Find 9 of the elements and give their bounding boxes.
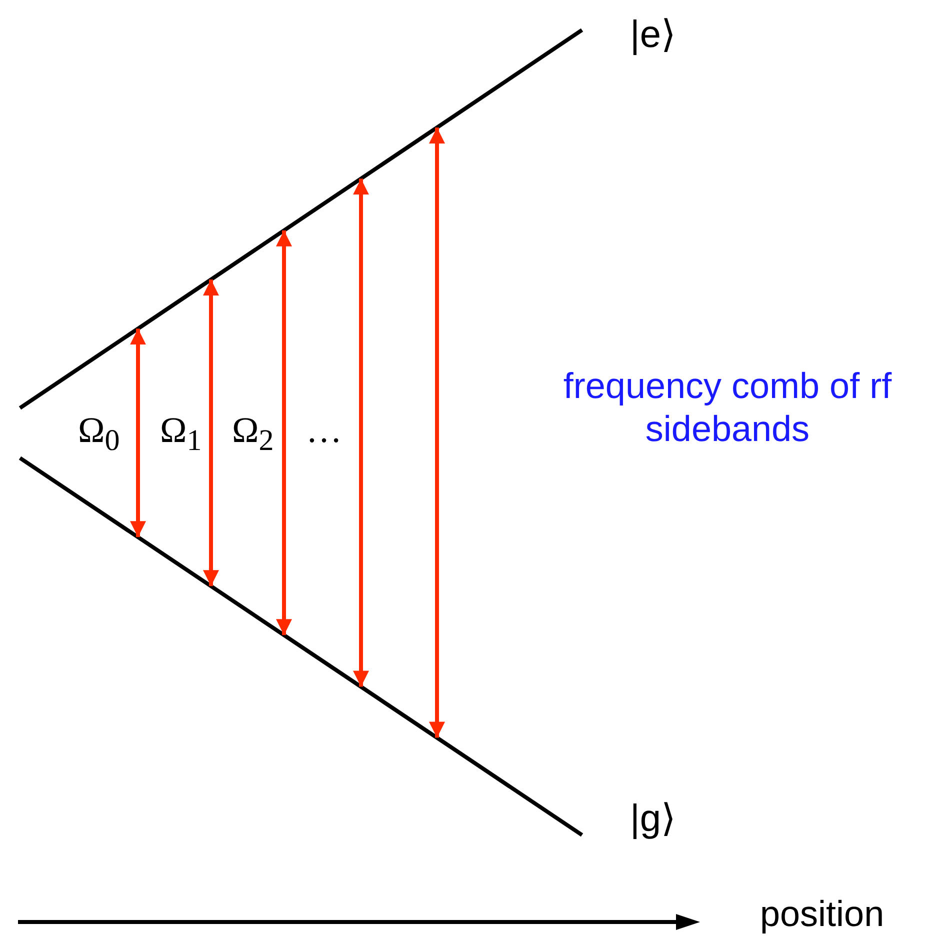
annotation-text: frequency comb of rf sidebands — [562, 364, 893, 450]
double-arrow — [130, 328, 146, 538]
state-label: |g⟩ — [630, 800, 676, 838]
axis-label: position — [760, 896, 884, 932]
double-arrow — [429, 128, 445, 738]
state-label: |e⟩ — [630, 16, 676, 54]
double-arrow — [276, 230, 292, 636]
double-arrow — [203, 280, 219, 586]
double-arrow — [353, 178, 369, 687]
